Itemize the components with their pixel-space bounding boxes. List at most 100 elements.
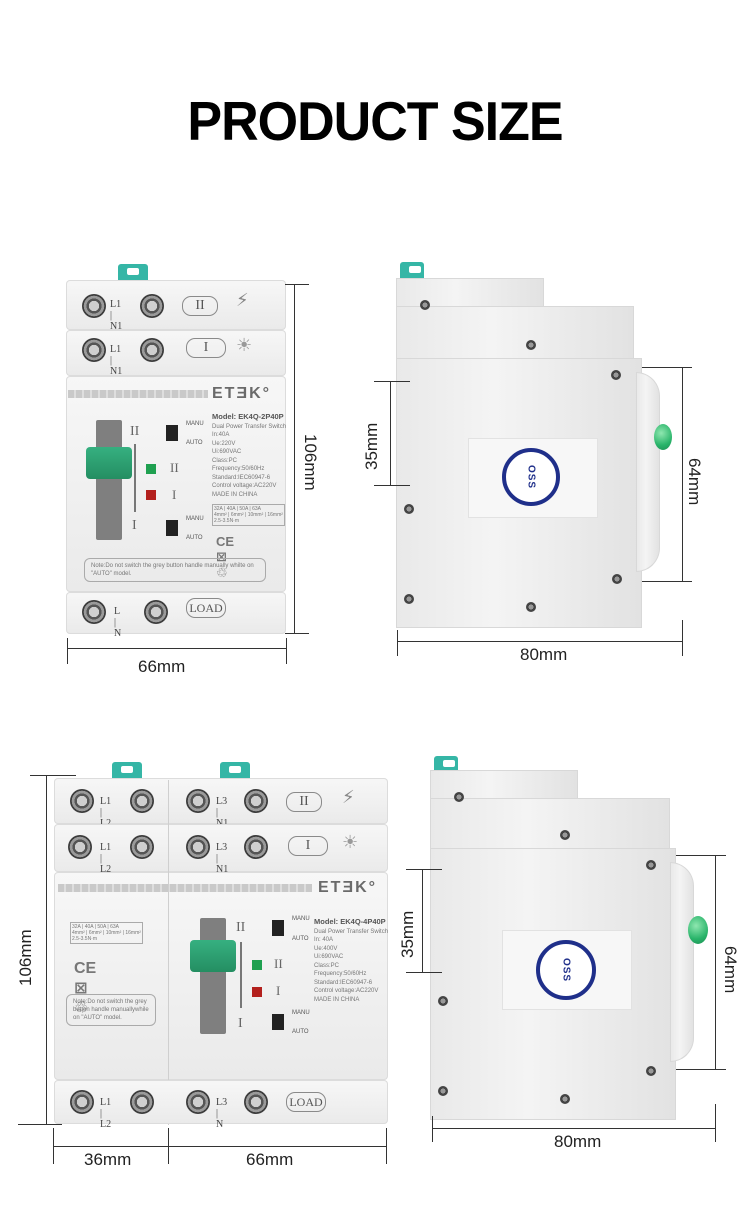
side-screw [526,602,536,612]
manu-label: MANU [292,916,310,922]
dim-tick [642,367,692,368]
dim-rail-2p: 35mm [362,422,381,470]
handle-track [96,420,122,540]
manu-label: MANU [186,421,204,427]
power-tower-icon: ⚡ [342,787,355,807]
side-screw [404,594,414,604]
mid-terminal-block [54,824,388,872]
indicator-ii-label: II [170,460,179,475]
side-knob[interactable] [688,916,708,944]
solar-icon: ☀ [236,335,253,355]
transfer-handle[interactable] [86,447,132,479]
dim-tick [30,775,76,776]
dim-width-4p-left: 36mm [84,1150,132,1169]
dim-tick [285,284,309,285]
side-screw [438,1086,448,1096]
power-tower-icon: ⚡ [236,290,249,310]
dim-rail-4p: 35mm [398,910,417,958]
certification-marks: CE ⊠ ♲ [74,960,97,1017]
page-title: PRODUCT SIZE [187,91,563,153]
indicator-i-label: I [172,487,177,502]
dim-depth-4p: 80mm [554,1132,602,1151]
rail-clip [220,762,250,778]
mid-terminal-label: L1 | N1 [110,344,123,377]
terminal-screw [130,789,154,813]
rail-clip [112,762,142,778]
dim-height-4p: 106mm [16,929,35,986]
dim-width-4p-right: 66mm [246,1150,294,1169]
transfer-handle[interactable] [190,940,236,972]
terminal-screw [130,1090,154,1114]
top-terminal-block [54,778,388,824]
side-screw [404,504,414,514]
dim-line [390,381,391,486]
side-top-step [396,278,544,308]
terminal-screw [244,789,268,813]
terminal-screw [140,294,164,318]
model-spec: Model: EK4Q-4P40P Dual Power Transfer Sw… [314,917,389,1003]
double-arrow-icon [134,444,136,512]
left-bottom-terminal: L1 | L2 [100,1097,112,1130]
terminal-screw [140,338,164,362]
dim-width-2p: 66mm [138,657,186,676]
terminal-screw [82,338,106,362]
manu-auto-switch-i[interactable] [272,1014,284,1030]
dim-tick [406,972,442,973]
side-screw [560,830,570,840]
terminal-screw [68,835,92,859]
handle-track [200,918,226,1034]
right-top-terminal: L3 | N1 [216,796,228,829]
side-front-curve [636,372,660,572]
terminal-screw [144,600,168,624]
indicator-red [252,987,262,997]
load-label: LOAD [286,1092,326,1112]
auto-label: AUTO [292,1029,309,1035]
side-front-curve [670,862,694,1062]
dim-line [397,641,683,642]
warning-note: Note:Do not switch the grey button handl… [66,994,156,1026]
manu-auto-switch-ii[interactable] [166,425,178,441]
model-spec: Model: EK4Q-2P40P Dual Power Transfer Sw… [212,412,287,498]
terminal-screw [70,789,94,813]
dim-depth-inner-2p: 64mm [685,458,704,506]
dim-line [715,855,716,1070]
side-knob[interactable] [654,424,672,450]
dim-line [53,1146,386,1147]
auto-label: AUTO [292,936,309,942]
dim-line [46,775,47,1125]
rating-table: 32A | 40A | 50A | 63A 4mm² | 6mm² | 10mm… [212,504,285,526]
dim-tick [386,1128,387,1164]
auto-label: AUTO [186,535,203,541]
dim-tick [676,855,726,856]
dim-line [432,1128,716,1129]
dim-tick [168,1128,169,1164]
side-screw [646,860,656,870]
oss-logo: OSS [536,940,596,1000]
dim-line [422,869,423,973]
dim-tick [374,381,410,382]
handle-pos-ii: II [130,424,140,439]
warning-note: Note:Do not switch the grey button handl… [84,558,266,582]
side-top-step [430,770,578,800]
right-mid-terminal: L3 | N1 [216,842,229,875]
terminal-screw [186,835,210,859]
terminal-screw [186,789,210,813]
side-screw [646,1066,656,1076]
terminal-screw [244,1090,268,1114]
manu-auto-switch-i[interactable] [166,520,178,536]
side-screw [526,340,536,350]
source-ii-label: II [286,792,322,812]
side-screw [454,792,464,802]
side-screw [612,574,622,584]
dim-line [294,284,295,634]
rating-table: 32A | 40A | 50A | 63A 4mm² | 6mm² | 10mm… [70,922,143,944]
side-upper [396,306,634,360]
indicator-red [146,490,156,500]
manu-auto-switch-ii[interactable] [272,920,284,936]
side-screw [420,300,430,310]
dim-tick [67,638,68,664]
indicator-ii-label: II [274,956,283,971]
certification-marks: CE ⊠ ♲ [216,534,235,580]
rail-clip [434,756,458,774]
side-screw [560,1094,570,1104]
